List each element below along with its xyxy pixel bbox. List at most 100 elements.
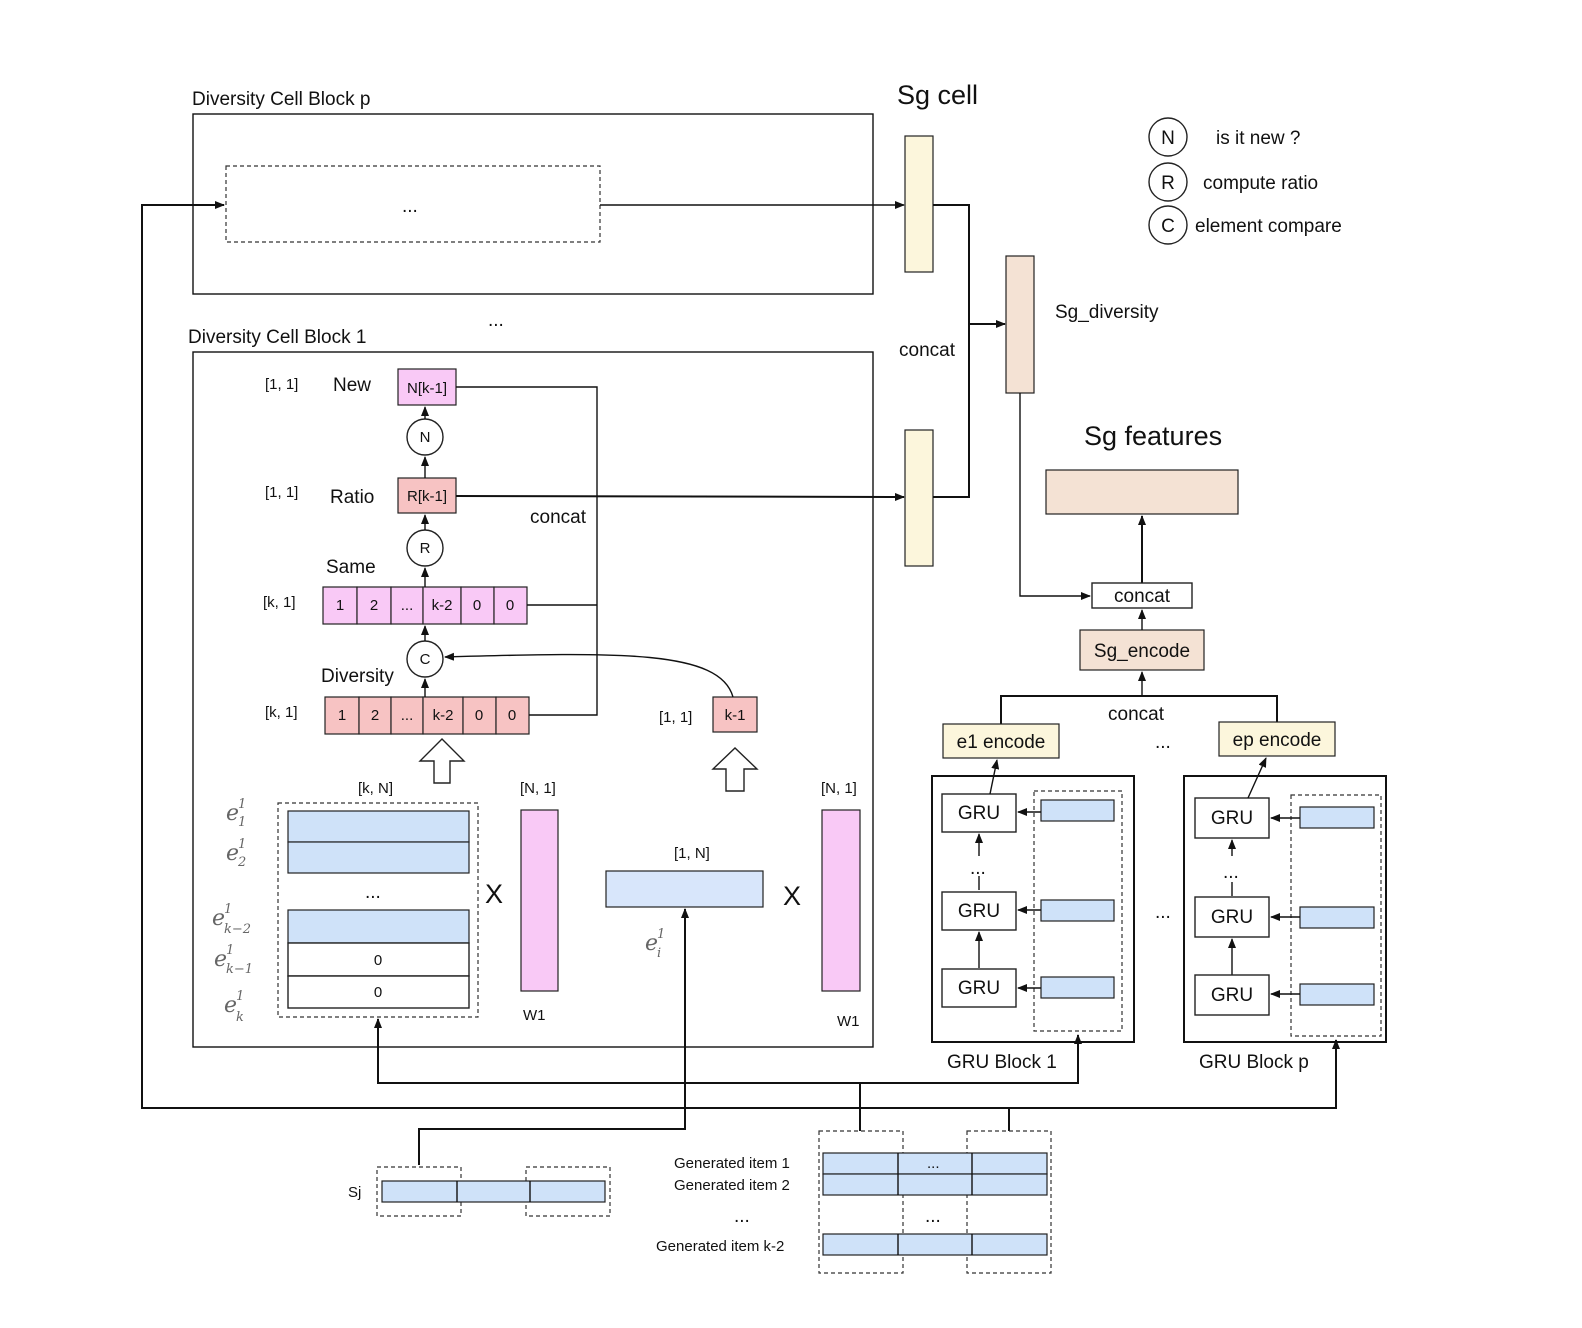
block-p-title: Diversity Cell Block p	[192, 89, 370, 110]
dim-matrix: [k, N]	[358, 780, 393, 797]
same-val-1: 1	[336, 597, 344, 614]
gru-1-bot-label: GRU	[958, 978, 1000, 999]
matrix-row-e2	[287, 841, 470, 874]
sg-diversity-label: Sg_diversity	[1055, 302, 1159, 323]
dim-w1-left: [N, 1]	[520, 780, 556, 797]
e1-encode-label: e1 encode	[957, 732, 1046, 753]
dim-diversity: [k, 1]	[265, 704, 298, 721]
op-n-label: N	[420, 429, 431, 446]
generated-item-k2-label: Generated item k-2	[656, 1238, 784, 1255]
route-to-gru-block-1	[860, 1034, 1082, 1084]
svg-text:k−1: k−1	[226, 962, 253, 977]
div-val-5: 0	[475, 707, 483, 724]
block-1-output-arrow	[455, 492, 905, 501]
sj-label: Sj	[348, 1184, 361, 1201]
same-cell-3	[390, 586, 424, 625]
gru-p-input-2	[1299, 906, 1375, 929]
same-cell-5	[460, 586, 495, 625]
same-val-4: k-2	[432, 597, 453, 614]
gru-p-input-1	[1299, 806, 1375, 829]
gru-block-p-label: GRU Block p	[1199, 1052, 1309, 1073]
dim-ei: [1, N]	[674, 845, 710, 862]
sg-cell-concat-label: concat	[899, 340, 956, 361]
gru-1-mid-label: GRU	[958, 901, 1000, 922]
gru-block-p-inputs-frame	[1290, 794, 1382, 1037]
encode-concat-label: concat	[1108, 704, 1165, 725]
gru-p-input-3	[1299, 983, 1375, 1006]
gru-1-top-label: GRU	[958, 803, 1000, 824]
sg-encode-label: Sg_encode	[1094, 641, 1190, 662]
gru-1-input-1	[1040, 799, 1115, 822]
sg-cell-title: Sg cell	[897, 80, 978, 110]
ei-label: e 1 i	[645, 927, 665, 961]
ratio-cell	[397, 477, 457, 514]
hollow-up-arrow-icon	[418, 738, 466, 784]
row-label-diversity: Diversity	[321, 666, 394, 687]
legend-r-text: compute ratio	[1203, 173, 1318, 194]
legend-r-symbol: R	[1161, 173, 1175, 194]
gru-1-mid	[941, 891, 1017, 931]
svg-text:e: e	[645, 931, 658, 956]
e1-encode-box	[942, 723, 1060, 759]
generated-item-k2	[822, 1233, 1048, 1256]
sg-features-box	[1045, 469, 1239, 515]
generated-row-ellipsis: ...	[927, 1155, 940, 1172]
ep-encode-label: ep encode	[1233, 730, 1322, 751]
matrix-ellipsis: ...	[365, 882, 381, 903]
op-r-label: R	[420, 540, 431, 557]
gru-block-1-label: GRU Block 1	[947, 1052, 1057, 1073]
same-cell-4	[422, 586, 462, 625]
dim-km1: [1, 1]	[659, 709, 692, 726]
svg-text:1: 1	[657, 927, 665, 942]
arrow-diversity-to-concat	[1019, 393, 1091, 600]
hollow-up-arrow-icon-2	[711, 747, 759, 792]
svg-text:e: e	[224, 993, 237, 1018]
div-val-3: ...	[401, 707, 414, 724]
matrix-zero-2: 0	[374, 984, 382, 1001]
svg-text:1: 1	[224, 902, 232, 917]
dim-ratio: [1, 1]	[265, 484, 298, 501]
same-val-2: 2	[370, 597, 378, 614]
encode-concat-bus	[1000, 695, 1278, 724]
gru-1-ellipsis: ...	[970, 858, 986, 879]
matrix-row-ek	[287, 975, 470, 1009]
svg-text:k: k	[236, 1010, 244, 1025]
svg-text:2: 2	[237, 855, 246, 870]
gru-p-mid-label: GRU	[1211, 907, 1253, 928]
final-concat-box	[1091, 582, 1193, 609]
matrix-row-ek2	[287, 909, 470, 944]
gru-block-1-inputs-frame	[1033, 790, 1123, 1032]
same-val-3: ...	[401, 597, 414, 614]
w1-left	[520, 809, 559, 992]
matrix-row-labels: e 11 e 12 e 1k−2 e 1k−1 e 1k	[212, 797, 253, 1025]
km1-cell	[712, 696, 758, 733]
new-cell	[397, 368, 457, 406]
gru-p-bot-label: GRU	[1211, 985, 1253, 1006]
div-cell-1	[324, 696, 360, 735]
same-cell-2	[356, 586, 392, 625]
ratio-cell-label: R[k-1]	[407, 488, 447, 505]
inner-concat-label: concat	[530, 507, 587, 528]
gru-1-to-encode	[989, 759, 1000, 795]
same-vector: 1 2 ... k-2 0 0	[322, 586, 528, 625]
encode-ellipsis: ...	[1155, 732, 1171, 753]
km1-cell-label: k-1	[725, 707, 746, 724]
legend-r-icon	[1148, 162, 1188, 202]
matrix-zero-1: 0	[374, 952, 382, 969]
block-p-placeholder	[225, 165, 601, 243]
op-c-label: C	[420, 651, 431, 668]
svg-text:e: e	[214, 947, 227, 972]
svg-text:i: i	[657, 946, 661, 961]
generated-item-2	[822, 1173, 1048, 1196]
same-val-5: 0	[473, 597, 481, 614]
sg-encode-box	[1079, 629, 1205, 671]
matrix-dashed-frame	[277, 802, 479, 1018]
route-to-matrix	[374, 1018, 861, 1131]
block-1-title: Diversity Cell Block 1	[188, 327, 366, 348]
generated-dashed-right	[966, 1130, 1052, 1274]
gru-block-p	[1183, 775, 1387, 1043]
ep-encode-box	[1218, 721, 1336, 757]
dim-w1-right: [N, 1]	[821, 780, 857, 797]
div-cell-2	[358, 696, 392, 735]
